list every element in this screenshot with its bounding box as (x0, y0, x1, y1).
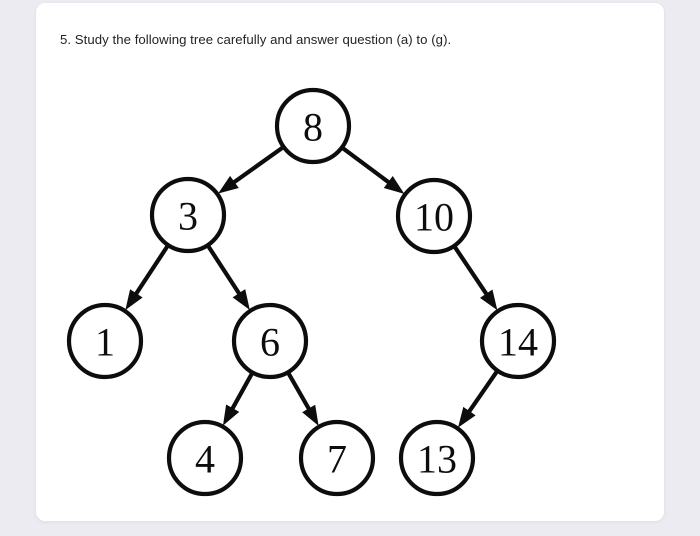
tree-node-label: 7 (327, 437, 347, 482)
tree-node-circle (395, 177, 473, 255)
arrow-head-icon (479, 289, 498, 311)
tree-node[interactable]: 6 (231, 302, 309, 380)
tree-node-label: 8 (303, 105, 323, 150)
tree-node-circle (66, 302, 144, 380)
tree-node-circle (479, 302, 557, 380)
tree-node-circle (149, 176, 227, 254)
tree-node[interactable]: 1 (66, 302, 144, 380)
tree-node-label: 10 (414, 195, 454, 240)
arrow-head-icon (232, 289, 250, 310)
tree-node[interactable]: 10 (395, 177, 473, 255)
tree-node[interactable]: 13 (398, 419, 476, 497)
arrow-head-icon (383, 175, 405, 194)
tree-node[interactable]: 4 (166, 419, 244, 497)
arrow-head-icon (218, 175, 239, 194)
tree-edge (340, 145, 405, 194)
tree-node-label: 3 (178, 194, 198, 239)
tree-edge (458, 369, 500, 428)
tree-diagram-svg: 8 3 10 1 6 14 4 7 13 (66, 87, 557, 497)
tree-node[interactable]: 8 (274, 87, 352, 165)
tree-edge (206, 243, 250, 310)
tree-node-circle (274, 87, 352, 165)
tree-edge (222, 371, 255, 426)
tree-node-circle (231, 302, 309, 380)
tree-edge (218, 145, 285, 194)
tree-nodes-group: 8 3 10 1 6 14 4 7 13 (66, 87, 557, 497)
tree-node[interactable]: 3 (149, 176, 227, 254)
tree-node-circle (166, 419, 244, 497)
tree-node-label: 14 (498, 320, 538, 365)
tree-edge (452, 244, 498, 311)
tree-node[interactable]: 14 (479, 302, 557, 380)
tree-node[interactable]: 7 (298, 419, 376, 497)
tree-figure: 8 3 10 1 6 14 4 7 13 (36, 63, 664, 508)
arrow-head-icon (302, 404, 319, 426)
tree-edges-group (125, 145, 500, 428)
tree-node-label: 4 (195, 437, 215, 482)
question-card: 5. Study the following tree carefully an… (36, 3, 664, 521)
arrow-head-icon (458, 406, 476, 428)
tree-node-label: 1 (95, 320, 115, 365)
question-prompt-text: 5. Study the following tree carefully an… (60, 32, 452, 47)
tree-edge (286, 371, 319, 426)
tree-edge (125, 243, 170, 311)
tree-node-circle (298, 419, 376, 497)
arrow-head-icon (125, 289, 143, 311)
tree-node-label: 6 (260, 320, 280, 365)
arrow-head-icon (222, 404, 240, 426)
tree-node-label: 13 (417, 437, 457, 482)
tree-node-circle (398, 419, 476, 497)
